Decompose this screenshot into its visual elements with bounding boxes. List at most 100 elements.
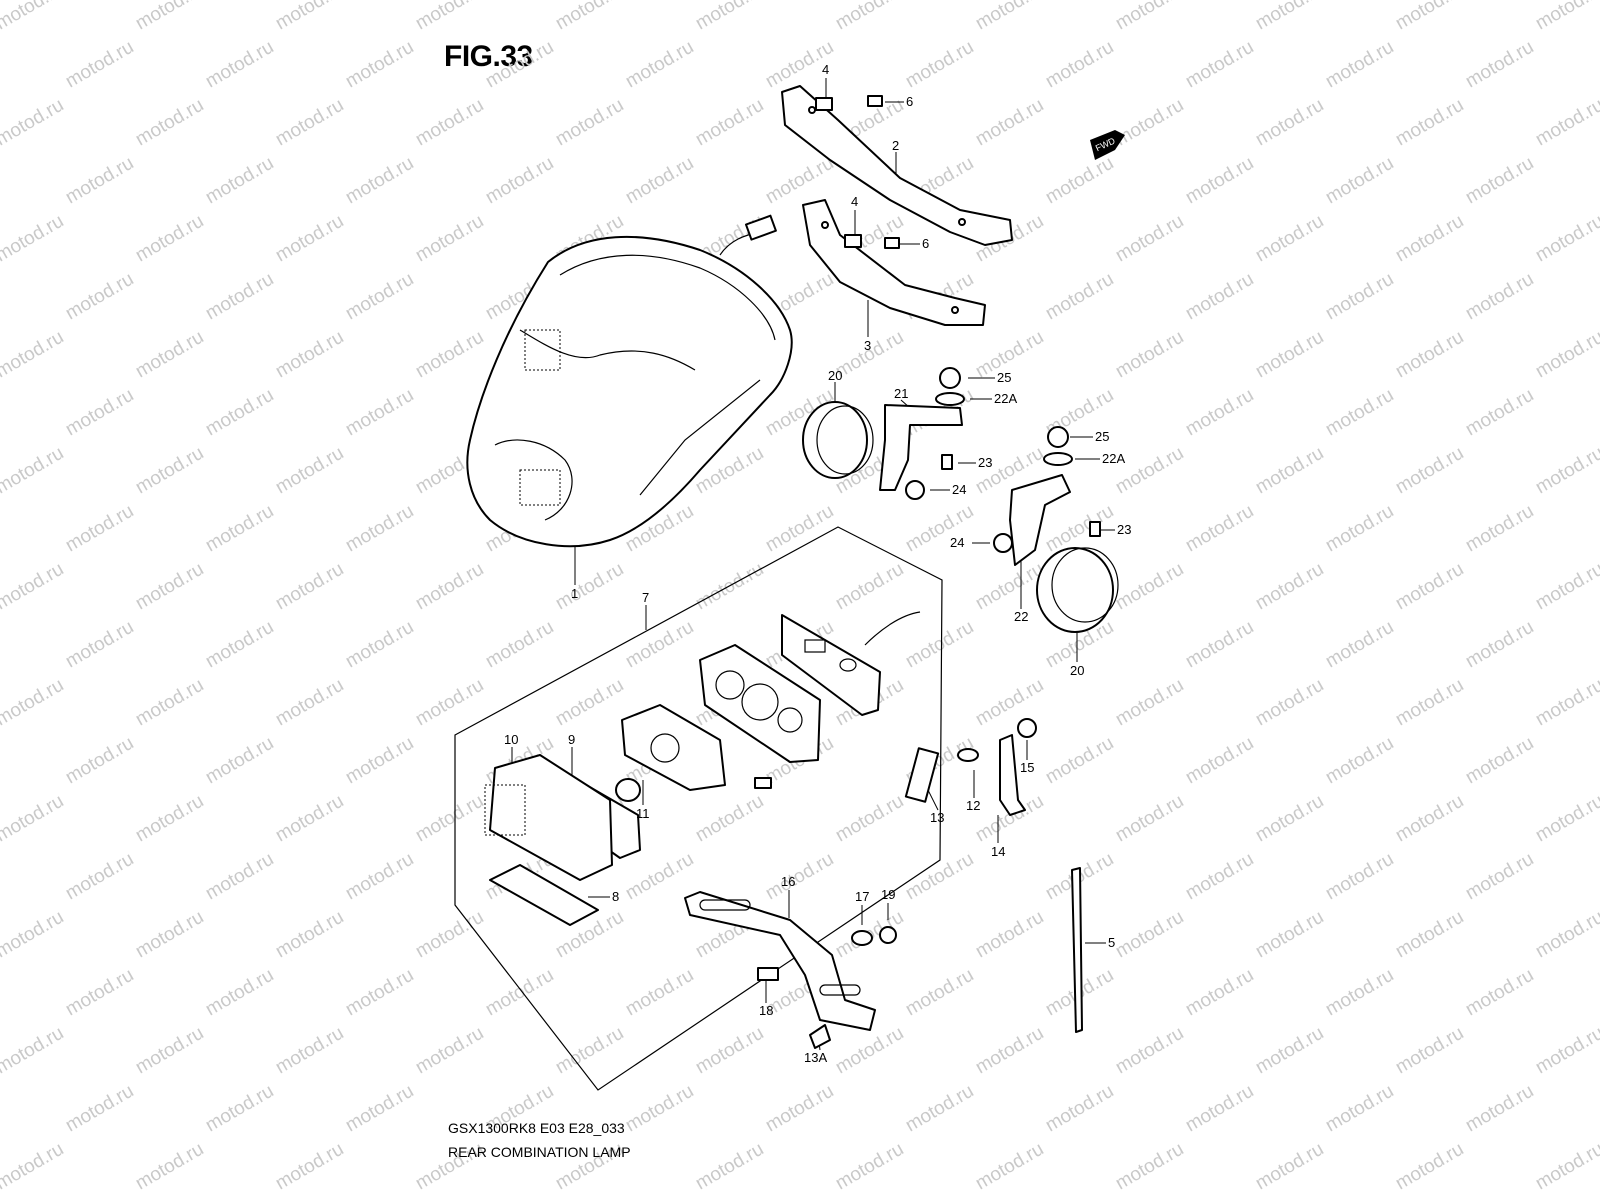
reflector-bracket-22 — [1009, 474, 1071, 566]
watermark: motod.ru — [1532, 211, 1600, 267]
watermark: motod.ru — [62, 965, 137, 1021]
watermark: motod.ru — [1532, 559, 1600, 615]
watermark: motod.ru — [62, 385, 137, 441]
watermark: motod.ru — [1392, 791, 1467, 847]
watermark: motod.ru — [972, 907, 1047, 963]
watermark: motod.ru — [1182, 37, 1257, 93]
watermark: motod.ru — [1322, 501, 1397, 557]
callout-5: 5 — [1108, 935, 1115, 950]
watermark: motod.ru — [0, 791, 67, 847]
model-code: GSX1300RK8 E03 E28_033 — [448, 1120, 625, 1136]
watermark: motod.ru — [62, 501, 137, 557]
watermark: motod.ru — [412, 211, 487, 267]
upper-bracket — [781, 85, 1013, 246]
watermark: motod.ru — [62, 37, 137, 93]
watermark: motod.ru — [692, 559, 767, 615]
watermark: motod.ru — [1392, 95, 1467, 151]
watermark: motod.ru — [552, 675, 627, 731]
watermark: motod.ru — [1392, 0, 1467, 34]
watermark: motod.ru — [0, 1139, 67, 1195]
callout-12: 12 — [966, 798, 980, 813]
callout-labels: 1 2 3 4 4 5 6 6 7 8 9 10 11 12 13 13A 14… — [504, 62, 1131, 1065]
watermark: motod.ru — [272, 1139, 347, 1195]
watermark: motod.ru — [132, 95, 207, 151]
watermark: motod.ru — [272, 327, 347, 383]
watermark: motod.ru — [202, 733, 277, 789]
watermark: motod.ru — [62, 269, 137, 325]
watermark: motod.ru — [1182, 269, 1257, 325]
watermark: motod.ru — [412, 0, 487, 34]
watermark: motod.ru — [1042, 37, 1117, 93]
watermark: motod.ru — [692, 1139, 767, 1195]
callout-4-lower: 4 — [851, 194, 858, 209]
watermark: motod.ru — [1532, 907, 1600, 963]
watermark: motod.ru — [272, 443, 347, 499]
watermark: motod.ru — [552, 0, 627, 34]
watermark: motod.ru — [1392, 675, 1467, 731]
watermark: motod.ru — [412, 791, 487, 847]
watermark: motod.ru — [1112, 1023, 1187, 1079]
watermark: motod.ru — [552, 559, 627, 615]
watermark: motod.ru — [1252, 0, 1327, 34]
watermark: motod.ru — [1182, 501, 1257, 557]
watermark: motod.ru — [1322, 385, 1397, 441]
watermark: motod.ru — [272, 559, 347, 615]
callout-6-upper: 6 — [906, 94, 913, 109]
watermark: motod.ru — [1532, 95, 1600, 151]
watermark: motod.ru — [1462, 269, 1537, 325]
watermark: motod.ru — [0, 559, 67, 615]
watermark: motod.ru — [1042, 733, 1117, 789]
callout-18: 18 — [759, 1003, 773, 1018]
callout-7: 7 — [642, 590, 649, 605]
watermark: motod.ru — [272, 0, 347, 34]
callout-2: 2 — [892, 138, 899, 153]
watermark: motod.ru — [202, 965, 277, 1021]
watermark: motod.ru — [1252, 791, 1327, 847]
watermark: motod.ru — [1182, 617, 1257, 673]
callout-16: 16 — [781, 874, 795, 889]
watermark: motod.ru — [342, 849, 417, 905]
watermark: motod.ru — [1392, 907, 1467, 963]
watermark: motod.ru — [202, 1081, 277, 1137]
watermark: motod.ru — [62, 617, 137, 673]
watermark: motod.ru — [342, 37, 417, 93]
watermark: motod.ru — [342, 385, 417, 441]
watermark: motod.ru — [0, 0, 67, 34]
watermark: motod.ru — [1112, 1139, 1187, 1195]
watermark: motod.ru — [832, 791, 907, 847]
license-lamp-assembly-outline — [454, 526, 943, 1091]
watermark: motod.ru — [692, 0, 767, 34]
watermark: motod.ru — [902, 617, 977, 673]
watermark: motod.ru — [482, 37, 557, 93]
callout-13a: 13A — [804, 1050, 827, 1065]
callout-8: 8 — [612, 889, 619, 904]
watermark: motod.ru — [1462, 617, 1537, 673]
watermark: motod.ru — [0, 211, 67, 267]
callout-20-right: 20 — [1070, 663, 1084, 678]
watermark: motod.ru — [202, 617, 277, 673]
watermark: motod.ru — [1112, 907, 1187, 963]
watermark: motod.ru — [622, 617, 697, 673]
watermark: motod.ru — [1112, 211, 1187, 267]
watermark: motod.ru — [132, 211, 207, 267]
watermark: motod.ru — [62, 733, 137, 789]
callout-24-lower: 24 — [950, 535, 964, 550]
callout-3: 3 — [864, 338, 871, 353]
watermark: motod.ru — [1112, 675, 1187, 731]
watermark: motod.ru — [1322, 965, 1397, 1021]
watermark: motod.ru — [272, 1023, 347, 1079]
watermark: motod.ru — [1462, 153, 1537, 209]
callout-4-upper: 4 — [822, 62, 829, 77]
callout-25-upper: 25 — [997, 370, 1011, 385]
watermark: motod.ru — [202, 385, 277, 441]
watermark: motod.ru — [482, 153, 557, 209]
watermark: motod.ru — [132, 327, 207, 383]
watermark: motod.ru — [1182, 1081, 1257, 1137]
watermark: motod.ru — [0, 907, 67, 963]
callout-22a-upper: 22A — [994, 391, 1017, 406]
callout-1: 1 — [571, 586, 578, 601]
callout-14: 14 — [991, 844, 1005, 859]
bolts-upper — [815, 95, 900, 249]
lower-bracket — [802, 199, 986, 326]
